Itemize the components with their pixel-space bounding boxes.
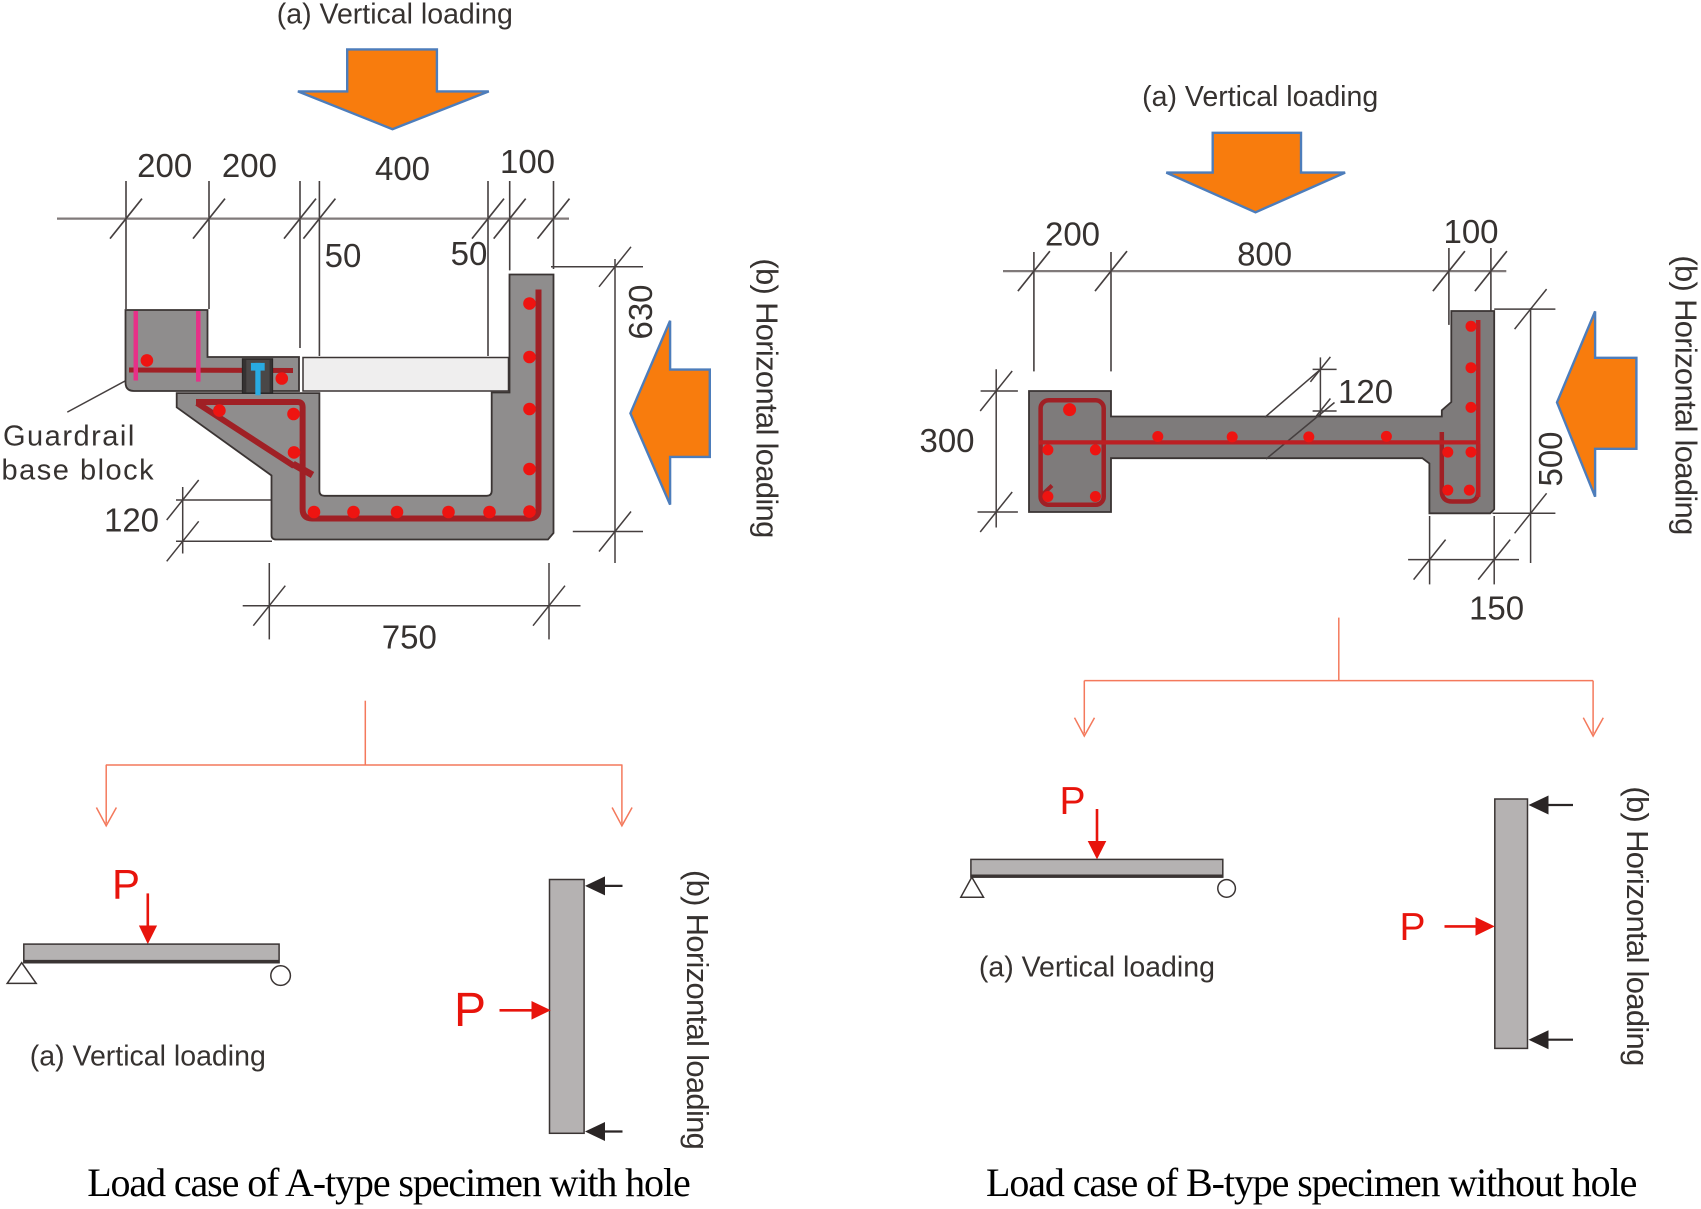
svg-text:750: 750 (382, 619, 437, 656)
svg-text:200: 200 (1045, 215, 1100, 252)
svg-text:P: P (1399, 906, 1425, 949)
svg-text:300: 300 (919, 422, 974, 459)
svg-text:(b) Horizontal loading: (b) Horizontal loading (680, 870, 715, 1149)
svg-text:50: 50 (451, 235, 488, 272)
svg-text:P: P (454, 984, 486, 1037)
svg-text:(a) Vertical loading: (a) Vertical loading (30, 1041, 266, 1073)
svg-text:50: 50 (325, 237, 362, 274)
svg-text:630: 630 (622, 284, 659, 339)
svg-text:(a) Vertical loading: (a) Vertical loading (277, 0, 513, 31)
svg-text:120: 120 (1338, 373, 1393, 410)
svg-text:P: P (1059, 780, 1085, 823)
svg-text:Load case of B-type specimen w: Load case of B-type specimen without hol… (986, 1160, 1637, 1205)
svg-text:150: 150 (1469, 590, 1524, 627)
svg-text:400: 400 (375, 150, 430, 187)
svg-text:(a) Vertical loading: (a) Vertical loading (979, 952, 1215, 984)
svg-text:P: P (112, 861, 140, 908)
svg-text:Load case of A-type specimen w: Load case of A-type specimen with hole (87, 1160, 690, 1205)
svg-text:800: 800 (1237, 235, 1292, 272)
svg-text:200: 200 (222, 147, 277, 184)
svg-text:500: 500 (1532, 431, 1569, 486)
svg-text:(a) Vertical loading: (a) Vertical loading (1142, 81, 1378, 113)
svg-text:120: 120 (104, 501, 159, 538)
svg-text:Guardrail: Guardrail (3, 421, 136, 453)
svg-text:200: 200 (137, 147, 192, 184)
svg-text:(b) Horizontal loading: (b) Horizontal loading (1620, 786, 1655, 1065)
svg-text:(b) Horizontal loading: (b) Horizontal loading (750, 258, 785, 537)
svg-text:(b) Horizontal loading: (b) Horizontal loading (1669, 255, 1701, 534)
svg-text:100: 100 (1443, 213, 1498, 250)
svg-text:base block: base block (2, 454, 156, 486)
svg-text:100: 100 (500, 143, 555, 180)
